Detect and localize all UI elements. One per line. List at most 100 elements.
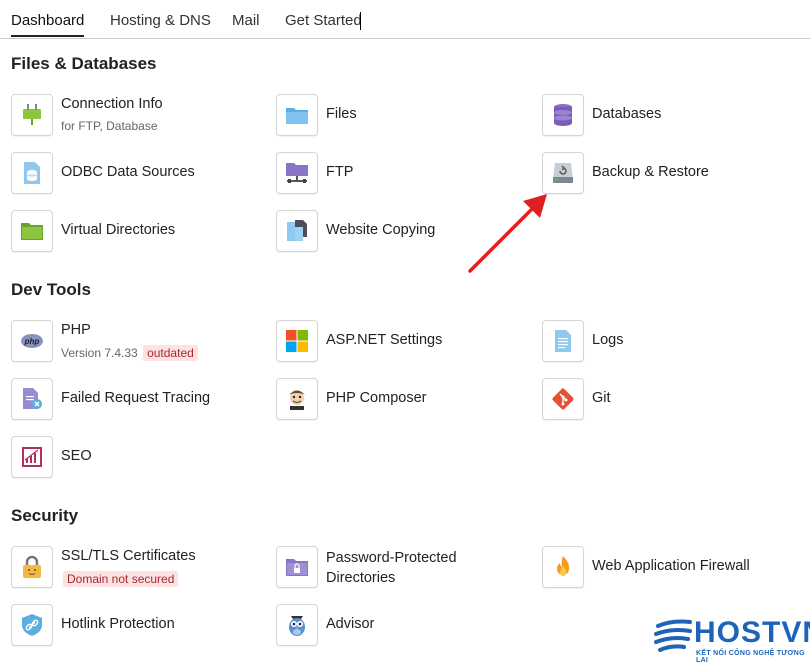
files-item[interactable]: Files xyxy=(276,94,531,138)
ssl-badge-line: Domain not secured xyxy=(61,571,179,587)
connection-info-icon-box xyxy=(11,94,53,136)
failed-request-doc-icon xyxy=(23,388,42,409)
ftp-folder-icon xyxy=(286,163,308,183)
php-composer-label: PHP Composer xyxy=(326,390,427,406)
seo-item[interactable]: SEO xyxy=(11,436,266,480)
git-label: Git xyxy=(592,390,611,406)
website-copying-icon-box xyxy=(276,210,318,252)
ftp-icon-box xyxy=(276,152,318,194)
tab-mail[interactable]: Mail xyxy=(232,12,260,29)
git-item[interactable]: Git xyxy=(542,378,797,422)
seo-label: SEO xyxy=(61,448,92,464)
advisor-item[interactable]: Advisor xyxy=(276,604,531,648)
failed-request-icon-box xyxy=(11,378,53,420)
owl-icon xyxy=(289,616,305,636)
green-folder-icon xyxy=(21,223,43,240)
shield-link-icon xyxy=(22,614,42,636)
files-label: Files xyxy=(326,106,357,122)
composer-conductor-icon xyxy=(289,390,305,410)
locked-folder-icon xyxy=(286,559,308,576)
failed-request-tracing-item[interactable]: Failed Request Tracing xyxy=(11,378,266,422)
password-protected-line2: Directories xyxy=(326,570,396,586)
php-label: PHP xyxy=(61,322,91,338)
aspnet-settings-label: ASP.NET Settings xyxy=(326,332,443,348)
hotlink-icon-box xyxy=(11,604,53,646)
database-icon xyxy=(554,104,572,126)
logs-icon-box xyxy=(542,320,584,362)
copy-pages-icon xyxy=(287,220,307,241)
logs-label: Logs xyxy=(592,332,624,348)
text-cursor xyxy=(360,12,361,30)
backup-drive-icon xyxy=(553,163,573,183)
odbc-icon-box xyxy=(11,152,53,194)
backup-restore-icon-box xyxy=(542,152,584,194)
hostvn-logo-mark-icon xyxy=(654,619,692,652)
php-item[interactable]: php PHP Version 7.4.33 outdated xyxy=(11,320,266,364)
log-document-icon xyxy=(555,330,571,352)
svg-text:php: php xyxy=(24,337,40,346)
php-composer-item[interactable]: PHP Composer xyxy=(276,378,531,422)
advisor-icon-box xyxy=(276,604,318,646)
website-copying-item[interactable]: Website Copying xyxy=(276,210,531,254)
plug-icon xyxy=(23,104,41,125)
php-outdated-badge: outdated xyxy=(143,345,198,361)
hotlink-protection-item[interactable]: Hotlink Protection xyxy=(11,604,266,648)
databases-icon-box xyxy=(542,94,584,136)
databases-label: Databases xyxy=(592,106,662,122)
connection-info-sub: for FTP, Database xyxy=(61,119,158,133)
section-title-files-databases: Files & Databases xyxy=(11,54,157,73)
failed-request-tracing-label: Failed Request Tracing xyxy=(61,390,211,406)
virtual-directories-label: Virtual Directories xyxy=(61,222,176,238)
files-icon-box xyxy=(276,94,318,136)
password-dirs-icon-box xyxy=(276,546,318,588)
ftp-label: FTP xyxy=(326,164,354,180)
virtual-directories-item[interactable]: Virtual Directories xyxy=(11,210,266,254)
backup-restore-label: Backup & Restore xyxy=(592,164,709,180)
connection-info-label: Connection Info xyxy=(61,96,163,112)
php-composer-icon-box xyxy=(276,378,318,420)
hostvn-logo-tagline: KẾT NỐI CÔNG NGHỆ TƯƠNG LAI xyxy=(696,650,805,664)
windows-logo-icon xyxy=(286,330,308,352)
php-version-line: Version 7.4.33 outdated xyxy=(61,345,198,361)
top-tabs: Dashboard Hosting & DNS Mail Get Started xyxy=(0,0,810,39)
waf-icon-box xyxy=(542,546,584,588)
odbc-item[interactable]: ODBC Data Sources xyxy=(11,152,266,196)
padlock-icon xyxy=(23,555,41,578)
folder-icon xyxy=(286,108,308,124)
flame-icon xyxy=(557,556,570,576)
aspnet-icon-box xyxy=(276,320,318,362)
virtual-directories-icon-box xyxy=(11,210,53,252)
hostvn-logo-text: HOSTVN xyxy=(694,616,810,649)
ssl-label: SSL/TLS Certificates xyxy=(61,548,196,564)
backup-restore-item[interactable]: Backup & Restore xyxy=(542,152,797,196)
php-icon-box: php xyxy=(11,320,53,362)
ssl-icon-box xyxy=(11,546,53,588)
odbc-label: ODBC Data Sources xyxy=(61,164,195,180)
git-icon-box xyxy=(542,378,584,420)
ftp-item[interactable]: FTP xyxy=(276,152,531,196)
databases-item[interactable]: Databases xyxy=(542,94,797,138)
website-copying-label: Website Copying xyxy=(326,222,436,238)
tab-get-started[interactable]: Get Started xyxy=(285,12,362,29)
waf-label: Web Application Firewall xyxy=(592,558,750,574)
logs-item[interactable]: Logs xyxy=(542,320,797,364)
ssl-certificates-item[interactable]: SSL/TLS Certificates Domain not secured xyxy=(11,546,266,590)
web-application-firewall-item[interactable]: Web Application Firewall xyxy=(542,546,797,590)
php-icon: php xyxy=(21,334,43,348)
seo-icon-box xyxy=(11,436,53,478)
git-icon xyxy=(552,388,574,410)
domain-not-secured-badge: Domain not secured xyxy=(63,571,179,587)
seo-chart-icon xyxy=(22,447,42,467)
odbc-database-doc-icon xyxy=(24,162,40,184)
aspnet-settings-item[interactable]: ASP.NET Settings xyxy=(276,320,531,364)
section-title-dev-tools: Dev Tools xyxy=(11,280,91,299)
php-version: Version 7.4.33 xyxy=(61,346,138,360)
tab-dashboard[interactable]: Dashboard xyxy=(11,12,85,37)
connection-info-item[interactable]: Connection Info for FTP, Database xyxy=(11,94,266,138)
tab-hosting-dns[interactable]: Hosting & DNS xyxy=(110,12,211,29)
hotlink-label: Hotlink Protection xyxy=(61,616,175,632)
password-protected-line1: Password-Protected xyxy=(326,550,457,566)
hostvn-logo: HOSTVN KẾT NỐI CÔNG NGHỆ TƯƠNG LAI xyxy=(652,614,810,664)
